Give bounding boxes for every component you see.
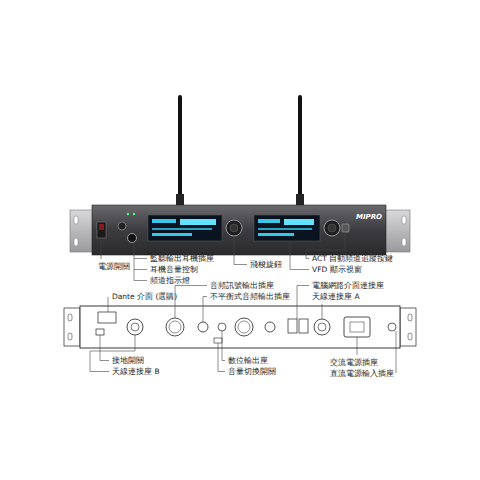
jog-knob	[226, 220, 242, 236]
leader-line	[234, 236, 247, 265]
dante-port	[98, 312, 116, 323]
leader-line	[100, 335, 109, 361]
leader-line	[101, 240, 102, 259]
rack-ear	[64, 308, 80, 346]
xlr-connector	[235, 318, 253, 336]
phone-jack	[265, 322, 275, 332]
digital-out	[218, 323, 226, 331]
callout-label: Dante 介面 (選購)	[112, 292, 177, 301]
leader-line	[108, 297, 109, 312]
power-switch	[97, 222, 106, 238]
bnc-connector	[318, 323, 326, 331]
callout-label: 頻道指示燈	[150, 276, 190, 285]
rack-ear	[400, 308, 416, 346]
leader-line	[134, 269, 147, 270]
leader-line	[357, 337, 358, 355]
network-port	[288, 319, 297, 333]
vfd-display	[148, 215, 222, 241]
jog-knob	[230, 224, 238, 232]
callout-label: 監聽輸出耳機插座	[150, 254, 214, 263]
dc-input	[388, 323, 396, 331]
jog-knob	[324, 220, 340, 236]
brand-logo: MIPRO	[356, 213, 382, 222]
leader-line	[134, 258, 147, 259]
act-button	[342, 224, 349, 232]
leader-line	[203, 297, 207, 323]
headphone-jack	[128, 234, 137, 243]
xlr-connector	[238, 321, 250, 333]
callout-label: VFD 顯示視窗	[312, 265, 362, 274]
leader-line	[218, 343, 225, 372]
channel-led	[127, 213, 129, 215]
antenna	[176, 95, 184, 205]
ac-inlet	[350, 322, 364, 332]
callout-label: 不平衡式音頻輸出插座	[210, 292, 290, 301]
ac-inlet	[344, 317, 370, 337]
ground-switch	[96, 329, 104, 335]
xlr-connector	[166, 318, 184, 336]
vfd-display	[254, 215, 320, 241]
callout-label: 天線連接座 A	[312, 292, 360, 301]
bnc-connector	[127, 319, 143, 335]
leader-line	[222, 331, 225, 361]
leader-line	[290, 241, 309, 270]
leader-line	[175, 286, 207, 319]
callout-label: 電腦網路介面連接座	[312, 281, 384, 290]
callout-label: 交流電源插座	[330, 358, 378, 367]
leader-line	[297, 286, 309, 320]
bnc-connector	[314, 319, 330, 335]
network-port	[299, 319, 308, 333]
callout-label: 音量切換開關	[228, 367, 276, 376]
front-panel	[92, 205, 386, 255]
leader-line	[322, 304, 323, 319]
bnc-connector	[131, 323, 139, 331]
callout-label: 天線連接座 B	[112, 367, 160, 376]
channel-led	[133, 213, 135, 215]
callout-label: 飛梭旋鈕	[250, 260, 282, 269]
callout-label: 耳機音量控制	[150, 265, 198, 274]
callout-label: 電源開關	[98, 262, 130, 271]
callout-label: 數位輸出座	[228, 356, 268, 365]
jog-knob	[328, 224, 336, 232]
power-switch	[99, 224, 104, 230]
rear-panel	[80, 306, 400, 348]
volume-knob	[118, 222, 126, 230]
callout-label: 直流電源輸入插座	[330, 369, 394, 378]
callout-label: 接地開關	[112, 356, 144, 365]
leader-line	[134, 243, 135, 281]
leader-line	[90, 335, 135, 372]
leader-line	[396, 331, 397, 373]
leader-lines	[90, 233, 396, 373]
volume-switch	[214, 338, 222, 343]
antenna	[296, 95, 304, 205]
leader-line	[134, 280, 147, 281]
phone-jack	[198, 322, 208, 332]
callout-label: ACT 自動頻道追蹤按鍵	[312, 254, 393, 263]
xlr-connector	[169, 321, 181, 333]
callout-label: 音頻訊號輸出插座	[210, 281, 274, 290]
